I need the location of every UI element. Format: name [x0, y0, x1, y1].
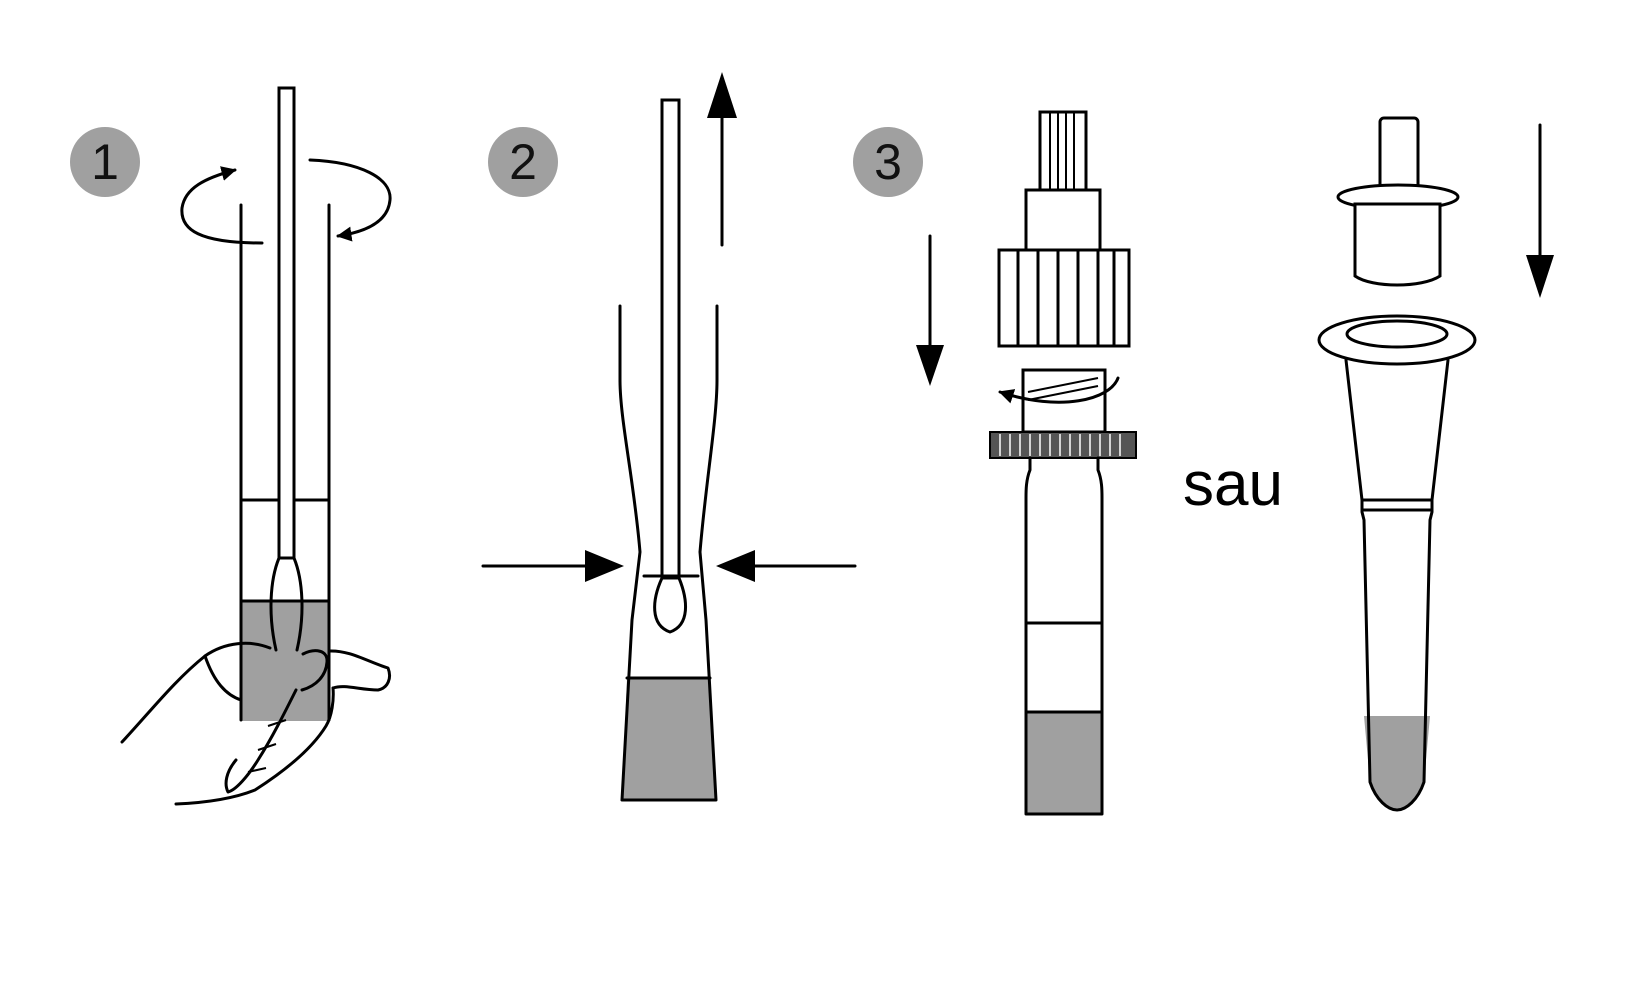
squeeze-arrows-icon: [481, 550, 857, 582]
step-2-number: 2: [509, 134, 537, 190]
step-3-tube: [989, 368, 1137, 816]
connector-word: sau: [1183, 450, 1283, 519]
down-arrow-icon: [1526, 123, 1554, 298]
up-arrow-icon: [707, 72, 737, 247]
hand-icon: [120, 641, 392, 806]
dropper-tube: [1317, 314, 1477, 812]
dropper-cap: [1336, 116, 1460, 287]
step-1-swab: [269, 86, 304, 652]
step-1-badge: 1: [70, 127, 140, 197]
step-3-badge: 3: [853, 127, 923, 197]
nozzle-cap: [997, 110, 1131, 348]
step-1-extraction-tube: [239, 203, 331, 722]
down-arrow-icon: [916, 234, 944, 386]
step-2-badge: 2: [488, 127, 558, 197]
rotate-arrows-icon: [180, 158, 392, 245]
step-3-number: 3: [874, 134, 902, 190]
step-1-number: 1: [91, 134, 119, 190]
step-2-swab: [653, 98, 688, 634]
step-2-squeezed-tube: [618, 304, 719, 802]
